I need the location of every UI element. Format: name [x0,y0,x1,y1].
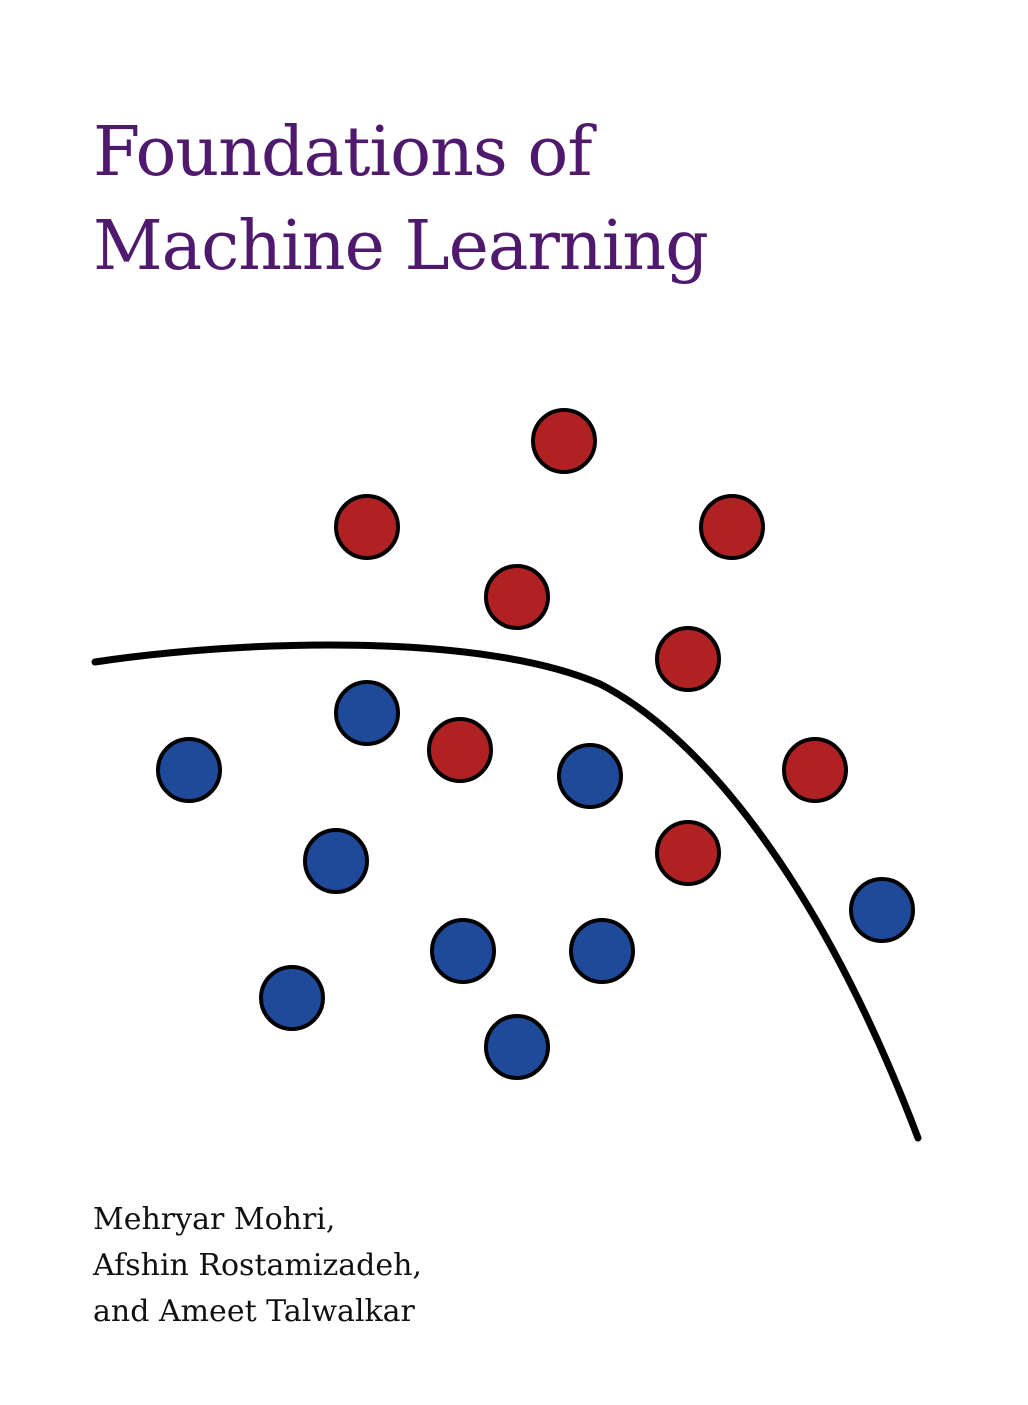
blue-point [303,828,369,894]
author-line-2: Afshin Rostamizadeh, [93,1248,422,1283]
blue-point [156,737,222,803]
blue-point [569,918,635,984]
decision-boundary-curve [91,641,922,1142]
red-point [655,626,721,692]
book-title: Foundations of Machine Learning [93,106,709,294]
red-point [427,717,493,783]
blue-point [557,743,623,809]
blue-point [259,965,325,1031]
blue-point [849,877,915,943]
blue-point [484,1014,550,1080]
red-point [655,820,721,886]
title-line-2: Machine Learning [93,207,709,286]
red-point [334,494,400,560]
red-point [699,494,765,560]
authors: Mehryar Mohri, Afshin Rostamizadeh, and … [93,1197,422,1335]
red-point [531,408,597,474]
title-line-1: Foundations of [93,113,592,192]
blue-point [430,918,496,984]
blue-point [334,680,400,746]
red-point [484,564,550,630]
red-point [782,737,848,803]
author-line-1: Mehryar Mohri, [93,1202,336,1237]
author-line-3: and Ameet Talwalkar [93,1294,415,1329]
